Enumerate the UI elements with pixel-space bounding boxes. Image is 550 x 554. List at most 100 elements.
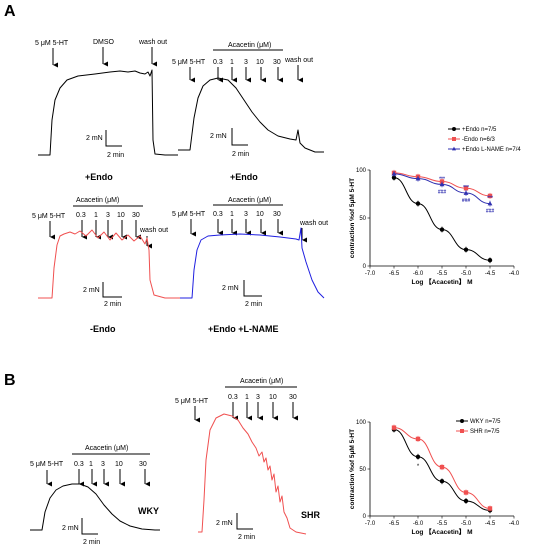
conc-30: 30	[132, 212, 140, 219]
data-point	[391, 171, 397, 176]
label-dmso: DMSO	[93, 39, 115, 46]
data-point	[415, 176, 421, 181]
conc-0.3: 0.3	[228, 394, 238, 401]
tension-trace	[180, 227, 325, 299]
scale-bar	[105, 130, 122, 147]
conc-3: 3	[101, 461, 105, 468]
scale-x: 2 min	[107, 152, 124, 159]
conc-0.3: 0.3	[213, 211, 223, 218]
data-point	[463, 498, 469, 504]
trace-panel-b2: 5 μM 5-HT Acacetin (μM) 0.3 1 3 10 30 2 …	[175, 378, 321, 541]
data-point	[487, 506, 493, 511]
legend-label: -Endo n=6/3	[462, 137, 496, 143]
legend-label: +Endo L-NAME n=7/4	[462, 147, 521, 153]
data-point	[463, 190, 469, 195]
x-tick-label: -7.0	[365, 271, 376, 277]
x-tick-label: -7.0	[365, 521, 376, 527]
trace-title: +Endo	[230, 172, 258, 182]
tension-trace	[30, 483, 160, 531]
legend-label: SHR n=7/5	[470, 429, 500, 435]
conc-0.3: 0.3	[74, 461, 84, 468]
label-5ht: 5 μM 5-HT	[30, 461, 64, 468]
trace-title: -Endo	[90, 324, 116, 334]
conc-3: 3	[244, 59, 248, 66]
label-5ht: 5 μM 5-HT	[32, 213, 66, 220]
data-point	[463, 186, 469, 191]
legend-label: WKY n=7/5	[470, 419, 501, 425]
conc-30: 30	[273, 211, 281, 218]
scale-x: 2 min	[83, 539, 100, 546]
y-tick-label: 50	[359, 467, 366, 473]
scale-x: 2 min	[238, 534, 255, 541]
conc-30: 30	[273, 59, 281, 66]
tension-trace	[178, 77, 324, 153]
scale-y: 2 mN	[216, 520, 233, 527]
x-tick-label: -6.5	[389, 271, 400, 277]
legend-marker	[460, 419, 464, 423]
label-washout: wash out	[299, 220, 328, 227]
x-tick-label: -6.0	[413, 521, 424, 527]
trace-title: SHR	[301, 510, 321, 520]
y-tick-label: 0	[363, 514, 367, 520]
label-acacetin: Acacetin (μM)	[228, 42, 271, 49]
conc-3: 3	[256, 394, 260, 401]
data-point	[391, 425, 397, 430]
scale-y: 2 mN	[86, 135, 103, 142]
y-tick-label: 50	[359, 216, 366, 222]
trace-panel-a2: 5 μM 5-HT Acacetin (μM) 0.3 1 3 10 30 wa…	[172, 42, 324, 182]
data-point	[439, 479, 445, 484]
x-tick-label: -6.5	[389, 521, 400, 527]
trace-title: +Endo +L-NAME	[208, 324, 279, 334]
trace-title: WKY	[138, 506, 159, 516]
y-axis-label: contraction %of 5μM 5-HT	[349, 178, 356, 258]
conc-1: 1	[245, 394, 249, 401]
x-tick-label: -5.0	[461, 271, 472, 277]
conc-10: 10	[269, 394, 277, 401]
data-point	[415, 454, 421, 459]
conc-10: 10	[117, 212, 125, 219]
label-acacetin: Acacetin (μM)	[76, 197, 119, 204]
x-axis-label: Log 【Acacetin】 M	[411, 528, 472, 536]
label-washout: wash out	[139, 227, 168, 234]
scale-y: 2 mN	[222, 285, 239, 292]
label-5ht: 5 μM 5-HT	[175, 398, 209, 405]
x-tick-label: -5.5	[437, 271, 448, 277]
conc-0.3: 0.3	[213, 59, 223, 66]
significance-mark: ###	[438, 189, 447, 195]
trace-panel-b1: 5 μM 5-HT Acacetin (μM) 0.3 1 3 10 30 2 …	[30, 445, 160, 546]
scale-y: 2 mN	[62, 525, 79, 532]
y-tick-label: 100	[356, 168, 367, 174]
trace-panel-a1: 5 μM 5-HT DMSO wash out 2 mN 2 min +Endo	[35, 39, 178, 182]
label-5ht: 5 μM 5-HT	[35, 40, 69, 47]
scale-y: 2 mN	[210, 133, 227, 140]
label-washout: wash out	[284, 57, 313, 64]
scale-x: 2 min	[245, 301, 262, 308]
tension-trace	[38, 229, 180, 299]
y-axis-label: contraction %of 5μM 5-HT	[349, 429, 356, 509]
scale-y: 2 mN	[83, 287, 100, 294]
scale-bar	[243, 280, 262, 297]
significance-mark: *	[417, 464, 420, 470]
panel-label-a: A	[4, 3, 16, 20]
y-tick-label: 0	[363, 264, 367, 270]
label-acacetin: Acacetin (μM)	[85, 445, 128, 452]
data-point	[487, 258, 493, 263]
data-point	[439, 227, 445, 232]
trace-panel-a3: 5 μM 5-HT Acacetin (μM) 0.3 1 3 10 30 wa…	[32, 197, 180, 334]
significance-mark: ###	[462, 198, 471, 204]
legend-marker	[452, 137, 456, 141]
conc-10: 10	[256, 211, 264, 218]
x-axis-label: Log 【Acacetin】 M	[411, 278, 472, 286]
tension-trace	[38, 69, 178, 156]
x-tick-label: -4.5	[485, 521, 496, 527]
x-tick-label: -4.0	[509, 271, 520, 277]
data-point	[463, 247, 469, 252]
panel-label-b: B	[4, 372, 16, 389]
scale-bar	[102, 282, 122, 298]
trace-panel-a4: 5 μM 5-HT Acacetin (μM) 0.3 1 3 10 30 wa…	[172, 197, 328, 334]
scale-x: 2 min	[232, 151, 249, 158]
conc-1: 1	[230, 59, 234, 66]
scale-bar	[231, 128, 248, 146]
